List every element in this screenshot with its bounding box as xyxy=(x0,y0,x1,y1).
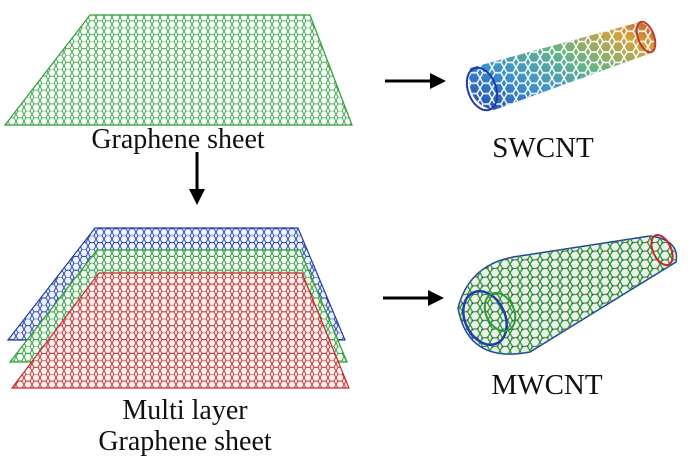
swcnt-figure xyxy=(465,20,657,112)
arrow-right-icon xyxy=(385,73,446,89)
arrow-right-icon xyxy=(383,290,444,306)
multi-layer-label-line1: Multi layer xyxy=(122,395,248,426)
multi-layer-label-line2: Graphene sheet xyxy=(98,426,272,457)
graphene-sheet-label: Graphene sheet xyxy=(91,124,265,155)
multilayer-graphene-figure xyxy=(6,227,350,389)
mwcnt-figure xyxy=(457,234,678,355)
arrow-down-icon xyxy=(189,152,205,205)
mwcnt-label: MWCNT xyxy=(491,369,603,401)
swcnt-label: SWCNT xyxy=(492,132,594,164)
graphene-sheet-figure xyxy=(3,14,353,126)
graphene-layer-red xyxy=(10,272,350,389)
